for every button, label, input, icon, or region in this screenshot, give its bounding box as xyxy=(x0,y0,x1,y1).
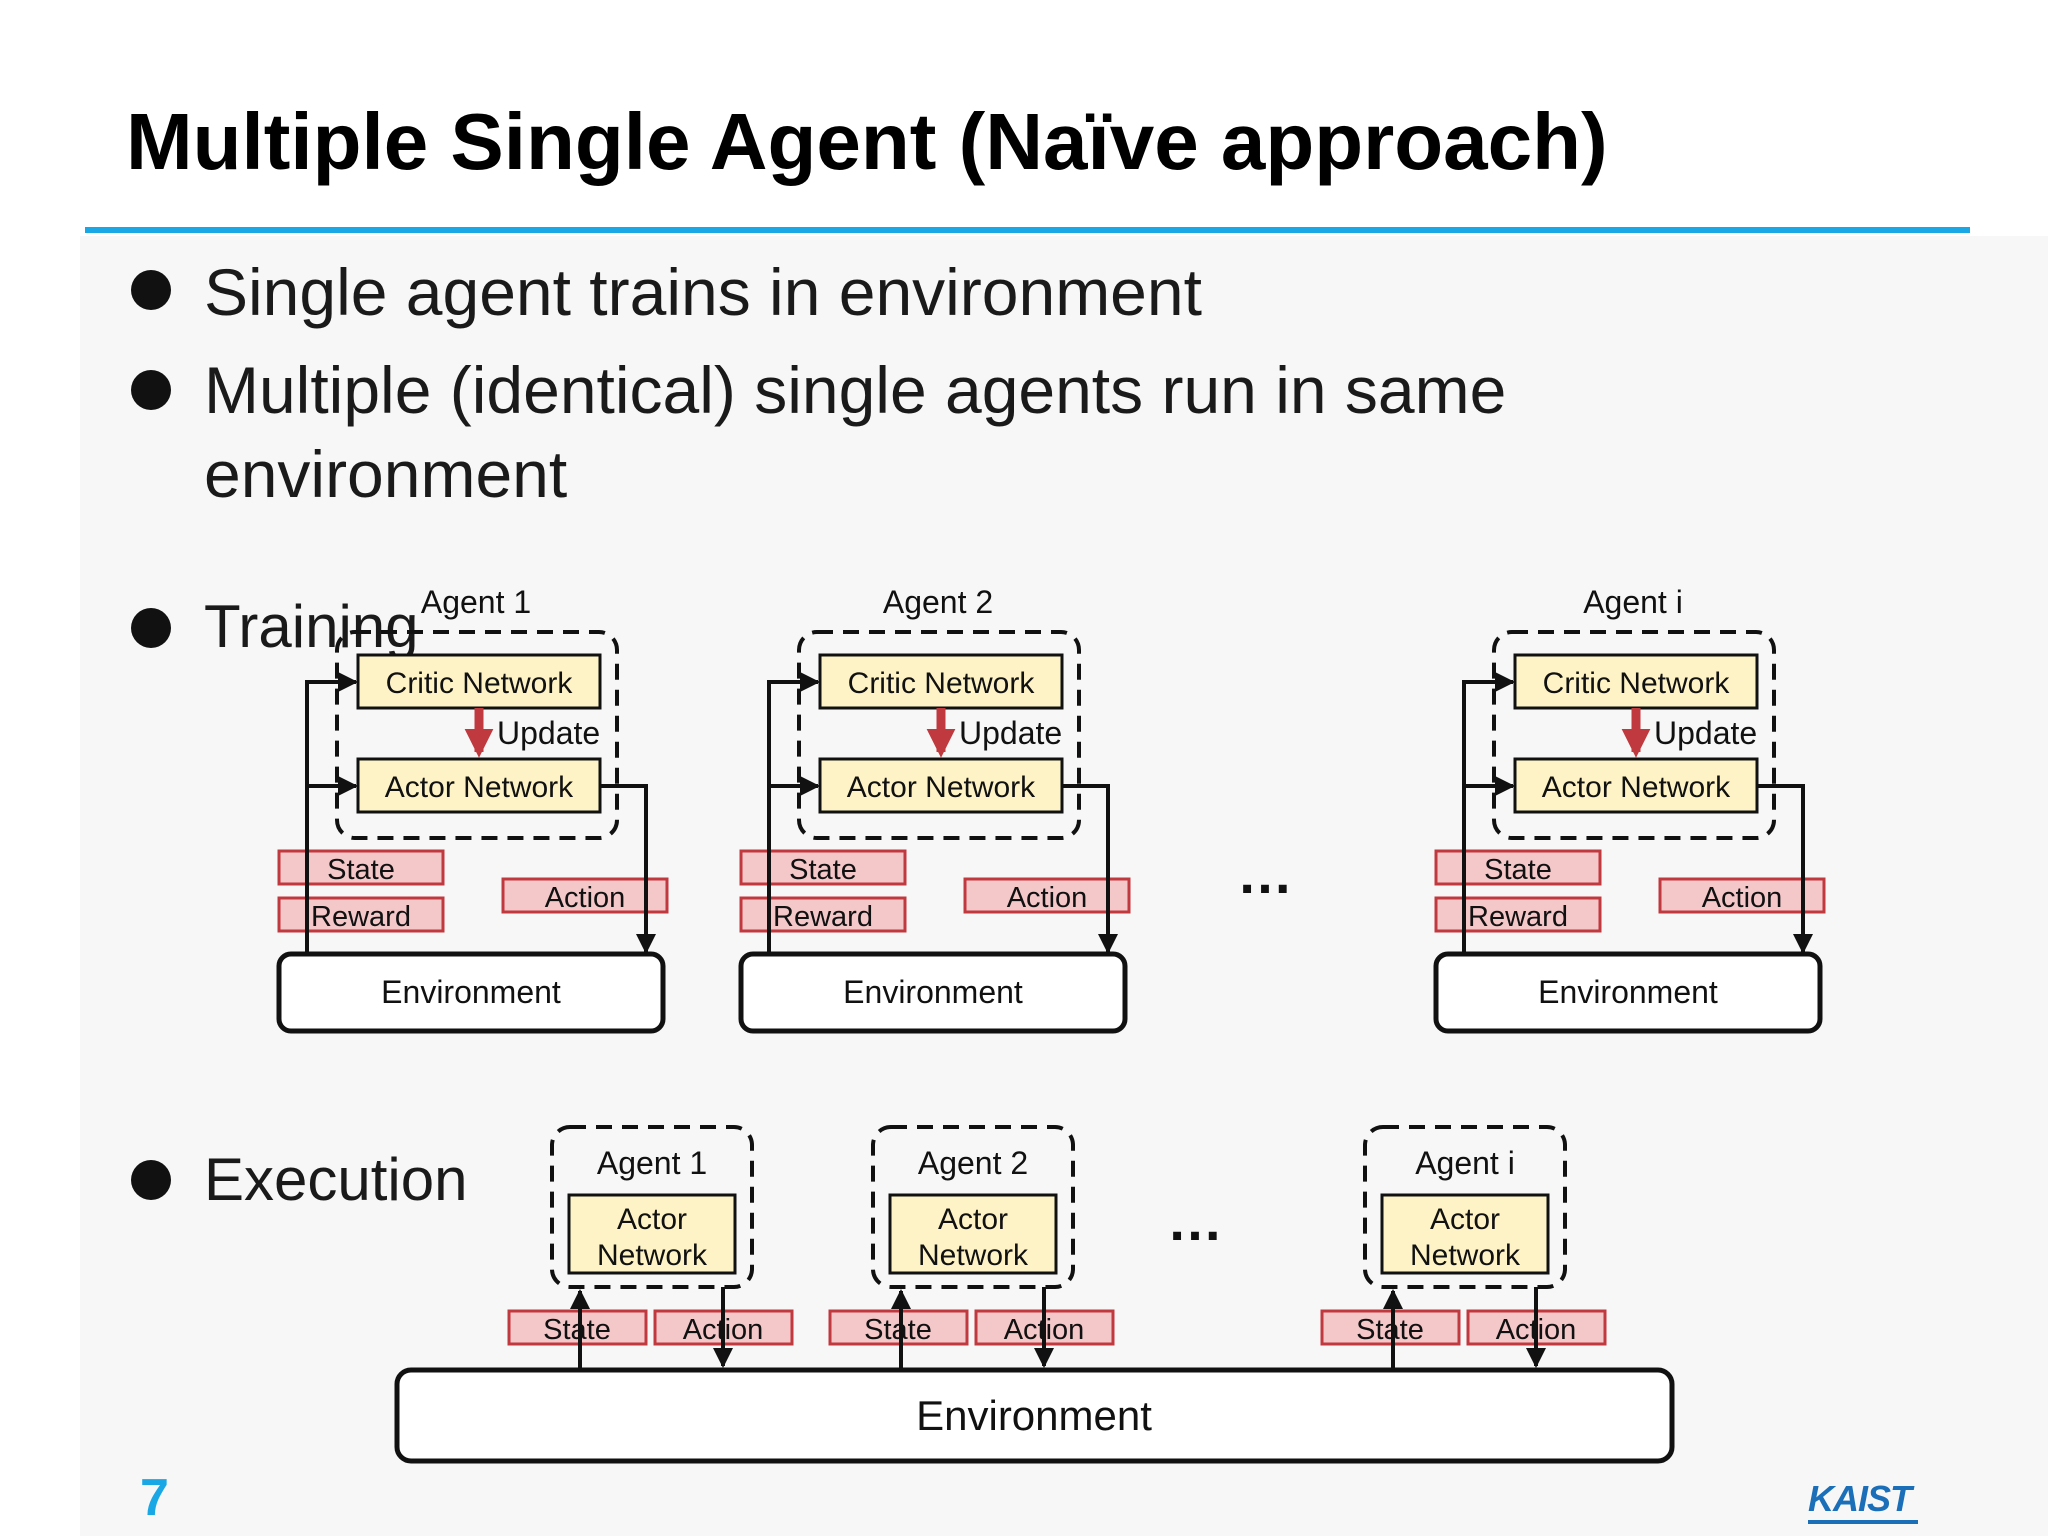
action-to-environment-arrow xyxy=(1757,784,1813,954)
bullet-dot-3 xyxy=(131,608,171,648)
actor-network-box xyxy=(1513,757,1759,814)
environment-label: Environment xyxy=(843,974,1023,1010)
update-label: Update xyxy=(497,715,600,751)
actor-network-box xyxy=(1380,1193,1550,1275)
critic-network-box xyxy=(356,653,602,710)
state-label: State xyxy=(1484,854,1552,886)
environment-box xyxy=(738,951,1128,1034)
agent-container xyxy=(871,1125,1075,1289)
critic-network-label: Critic Network xyxy=(848,667,1036,700)
update-label: Update xyxy=(1654,715,1757,751)
environment-label: Environment xyxy=(381,974,561,1010)
action-box xyxy=(501,877,669,914)
kaist-logo: KAIST xyxy=(1808,1478,1918,1528)
bullet-dot-2 xyxy=(131,370,171,410)
actor-network-label: Actor Network xyxy=(1542,771,1731,804)
title-rule xyxy=(85,227,1970,233)
state-label: State xyxy=(789,854,857,886)
reward-label: Reward xyxy=(311,901,411,933)
actor-network-label: Actor Network xyxy=(847,771,1036,804)
execution-ellipsis: … xyxy=(1167,1189,1227,1252)
update-label: Update xyxy=(959,715,1062,751)
action-to-environment-arrow xyxy=(1062,784,1118,954)
state-box xyxy=(507,1309,648,1346)
actor-network-box xyxy=(818,757,1064,814)
bullet-3-text: Training xyxy=(204,593,419,660)
environment-label: Environment xyxy=(1538,974,1718,1010)
shared-environment-label: Environment xyxy=(916,1392,1152,1439)
environment-box xyxy=(1433,951,1823,1034)
bullet-2-text-line2: environment xyxy=(204,437,568,511)
logo-underline xyxy=(1808,1520,1918,1524)
bullet-dot-1 xyxy=(131,270,171,310)
slide-title: Multiple Single Agent (Naïve approach) xyxy=(126,97,1608,186)
critic-network-label: Critic Network xyxy=(1543,667,1731,700)
environment-box xyxy=(276,951,666,1034)
action-label: Action xyxy=(1007,882,1088,914)
state-to-critic-arrow xyxy=(1462,672,1515,954)
state-label: State xyxy=(327,854,395,886)
actor-network-label: Actor Network xyxy=(385,771,574,804)
critic-network-label: Critic Network xyxy=(386,667,574,700)
state-label: State xyxy=(543,1314,611,1346)
bullet-dot-4 xyxy=(131,1160,171,1200)
bullet-2-text-line1: Multiple (identical) single agents run i… xyxy=(204,353,1507,427)
bullet-4-text: Execution xyxy=(204,1146,468,1213)
actor-network-label-line2: Network xyxy=(918,1239,1029,1272)
actor-network-label-line2: Network xyxy=(597,1239,708,1272)
actor-network-label-line1: Actor xyxy=(617,1203,687,1236)
action-to-environment-arrow xyxy=(600,784,656,954)
state-box xyxy=(828,1309,969,1346)
page-number: 7 xyxy=(140,1469,169,1527)
actor-network-box xyxy=(567,1193,737,1275)
bullet-1-text: Single agent trains in environment xyxy=(204,255,1202,329)
state-to-critic-arrow xyxy=(767,672,820,954)
state-box xyxy=(1320,1309,1461,1346)
action-label: Action xyxy=(1702,882,1783,914)
logo-text: KAIST xyxy=(1808,1478,1912,1519)
agent-label: Agent 2 xyxy=(883,584,993,620)
shared-environment-box xyxy=(394,1367,1675,1464)
reward-label: Reward xyxy=(1468,901,1568,933)
actor-network-box xyxy=(888,1193,1058,1275)
agent-label: Agent i xyxy=(1583,584,1683,620)
reward-label: Reward xyxy=(773,901,873,933)
action-box xyxy=(1658,877,1826,914)
agent-label: Agent 1 xyxy=(421,584,531,620)
agent-label: Agent i xyxy=(1415,1145,1515,1181)
action-box xyxy=(963,877,1131,914)
state-label: State xyxy=(1356,1314,1424,1346)
agent-label: Agent 2 xyxy=(918,1145,1028,1181)
actor-network-label-line1: Actor xyxy=(938,1203,1008,1236)
state-to-critic-arrow xyxy=(305,672,358,954)
critic-network-box xyxy=(1513,653,1759,710)
agent-container xyxy=(1363,1125,1567,1289)
actor-network-label-line1: Actor xyxy=(1430,1203,1500,1236)
action-label: Action xyxy=(545,882,626,914)
critic-network-box xyxy=(818,653,1064,710)
training-ellipsis: … xyxy=(1237,842,1297,905)
actor-network-label-line2: Network xyxy=(1410,1239,1521,1272)
state-label: State xyxy=(864,1314,932,1346)
agent-label: Agent 1 xyxy=(597,1145,707,1181)
agent-container xyxy=(550,1125,754,1289)
